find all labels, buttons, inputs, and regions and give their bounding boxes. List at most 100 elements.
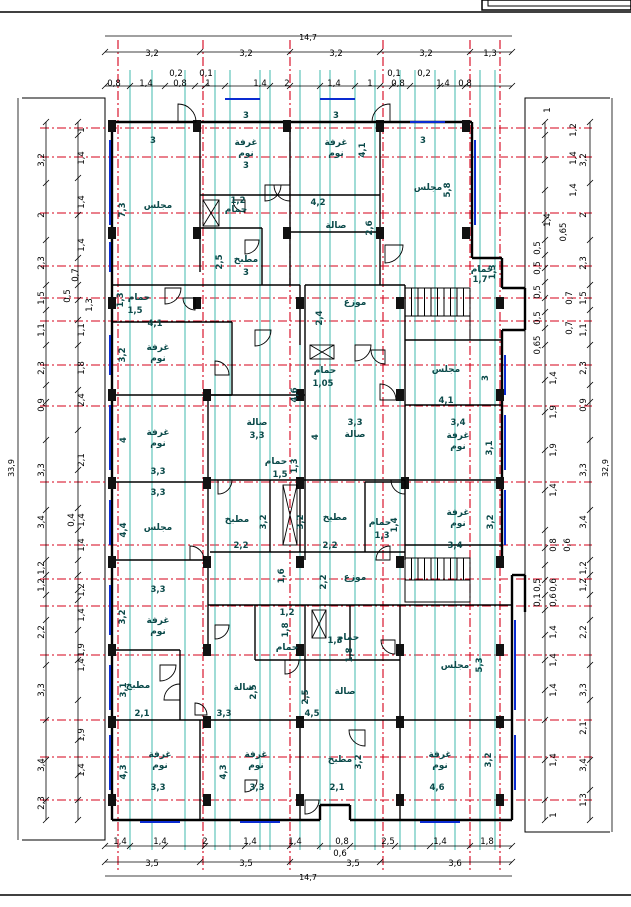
column-33 (396, 644, 404, 656)
tick-5-19 (74, 656, 82, 664)
tick-2-6 (316, 842, 324, 850)
tick-6-6 (586, 381, 594, 389)
room-dim-24-1: 3,2 (118, 609, 128, 624)
door-6 (244, 239, 260, 255)
tick-4-10 (42, 556, 50, 564)
right-dim-inner-2: 1,4 (569, 151, 579, 165)
tick-6-10 (586, 556, 594, 564)
right-dim-outer-13: 2,1 (579, 721, 589, 735)
room-dim-30-1: 2,5 (301, 689, 311, 704)
room-name-13-b: نوم (150, 439, 166, 449)
tick-1-12 (406, 82, 414, 90)
room-dim-27-0: 5,3 (475, 657, 485, 672)
column-28 (396, 556, 404, 568)
tick-4-17 (42, 796, 50, 804)
tick-7-10 (541, 308, 549, 316)
shaft-3-diag2 (282, 484, 298, 546)
room-dim-10-1: 3,2 (118, 347, 128, 362)
tick-7-5 (541, 236, 549, 244)
tick-7-0 (541, 118, 549, 126)
column-40 (108, 794, 116, 806)
room-dim-33-1: 3,2 (354, 754, 364, 769)
top-dim-major-3: 3,2 (419, 49, 433, 59)
column-44 (496, 794, 504, 806)
left-dim-inner-6: 1,3 (85, 298, 95, 312)
bottom-dim-minor-5: 0,8 (335, 837, 349, 847)
right-dim-inner-21: 0,1 (533, 593, 543, 607)
tick-6-17 (586, 786, 594, 794)
door-4 (232, 199, 246, 213)
dimension-lines (17, 35, 613, 877)
column-37 (296, 716, 304, 728)
bottom-dim-minor-3: 1,4 (243, 837, 257, 847)
total-bottom-width: 14,7 (299, 873, 317, 882)
tick-7-26 (541, 716, 549, 724)
top-dim-minor-3: 0,2 (169, 69, 183, 79)
room-name-14: صالة (247, 418, 268, 428)
tick-6-2 (586, 236, 594, 244)
tick-1-11 (388, 82, 396, 90)
top-dim-minor-2: 0,8 (173, 79, 187, 89)
tick-5-14 (74, 556, 82, 564)
top-dim-major-2: 3,2 (329, 49, 343, 59)
tick-4-7 (42, 398, 50, 406)
site-outline-right (524, 97, 610, 833)
bottom-dim-major-1: 3,5 (239, 859, 253, 869)
room-dim-12-1: 3 (481, 375, 491, 381)
left-dim-outer-5: 2,3 (37, 361, 47, 375)
room-dim-21-0: 1,3 (374, 531, 389, 541)
shaft-3 (282, 484, 298, 546)
column-25 (108, 556, 116, 568)
column-19 (496, 389, 504, 401)
left-dim-inner-10: 2,1 (77, 453, 87, 467)
room-dim-12-0: 4,1 (438, 396, 453, 406)
tick-7-15 (541, 446, 549, 454)
room-dim-32-0: 3,3 (249, 783, 264, 793)
top-dim-minor-7: 2 (284, 79, 289, 89)
room-dim-14-0: 3,3 (249, 431, 264, 441)
tick-7-21 (541, 591, 549, 599)
left-dim-inner-15: 1,4 (77, 608, 87, 622)
tick-2-11 (508, 842, 516, 850)
right-dim-outer-12: 3,3 (579, 683, 589, 697)
room-dim-19-1: 3,2 (259, 514, 269, 529)
shaft-2-diag2 (309, 344, 335, 360)
room-dim-33-0: 2,1 (329, 783, 344, 793)
tick-6-4 (586, 306, 594, 314)
room-27: مجلس 5,3 (441, 657, 485, 672)
tick-5-11 (74, 466, 82, 474)
tick-7-3 (541, 186, 549, 194)
room-dim-10-0: 4,1 (147, 319, 162, 329)
tick-2-8 (391, 842, 399, 850)
room-name-31-b: نوم (152, 761, 168, 771)
left-dim-outer-0: 3,2 (37, 153, 47, 167)
room-name-0-b: نوم (238, 149, 254, 159)
left-dim-inner-19: 1,4 (77, 763, 87, 777)
column-10 (108, 297, 116, 309)
left-dim-inner-5: 0,5 (63, 289, 73, 303)
shaft-4-diag2 (311, 609, 327, 639)
column-18 (396, 389, 404, 401)
tick-6-16 (586, 756, 594, 764)
room-name-27: مجلس (441, 661, 469, 671)
right-dim-inner-23: 1,4 (549, 625, 559, 639)
tick-7-25 (541, 686, 549, 694)
room-dim-0-0: 3 (243, 111, 249, 121)
column-43 (396, 794, 404, 806)
tick-1-10 (376, 82, 384, 90)
door-22 (348, 729, 366, 747)
column-14 (496, 297, 504, 309)
left-dim-outer-4: 1,1 (37, 323, 47, 337)
door-18 (214, 624, 230, 640)
doors (159, 103, 406, 815)
room-name-23: موزع (344, 573, 367, 583)
left-dim-outer-1: 2 (37, 212, 47, 217)
top-dim-minor-1: 1,4 (139, 79, 153, 89)
door-16 (189, 545, 205, 561)
tick-4-1 (42, 179, 50, 187)
tick-4-18 (42, 816, 50, 824)
tick-4-13 (42, 616, 50, 624)
